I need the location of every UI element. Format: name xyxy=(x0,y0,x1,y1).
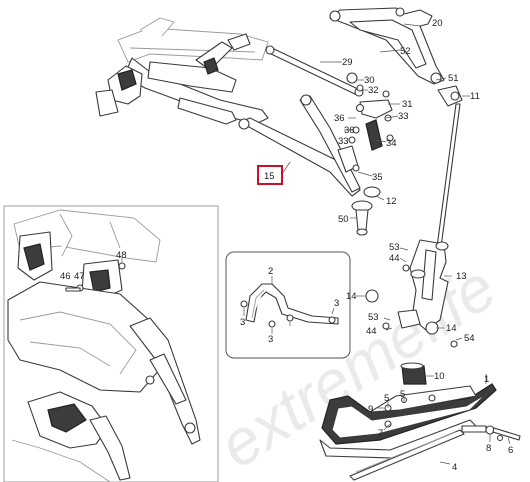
callout-14-a: 14 xyxy=(346,291,357,302)
callout-labels: 20 29 52 30 51 32 11 31 36 33 36 33 34 1… xyxy=(60,18,513,473)
callout-52: 52 xyxy=(400,46,411,57)
callout-47: 47 xyxy=(74,271,85,282)
steering-rod xyxy=(265,45,364,97)
ski-hardware xyxy=(384,394,521,442)
callout-44-a: 44 xyxy=(389,253,400,264)
callout-53-b: 53 xyxy=(368,312,379,323)
callout-33-a: 33 xyxy=(398,111,409,122)
callout-13: 13 xyxy=(456,271,467,282)
callout-30: 30 xyxy=(364,75,375,86)
callout-35: 35 xyxy=(372,172,383,183)
callout-48: 48 xyxy=(116,250,127,261)
highlighted-callout-15[interactable]: 15 xyxy=(257,165,283,185)
ski-damper xyxy=(400,362,427,385)
ski xyxy=(319,383,497,459)
ski-runner xyxy=(349,429,465,481)
leader-lines xyxy=(121,23,511,465)
callout-3-a: 3 xyxy=(240,317,245,328)
callout-44-b: 44 xyxy=(366,326,377,337)
callout-5-a: 5 xyxy=(384,393,389,404)
callout-32: 32 xyxy=(368,85,379,96)
callout-11: 11 xyxy=(470,91,480,102)
callout-34: 34 xyxy=(386,138,397,149)
spindle xyxy=(365,239,458,348)
callout-9: 9 xyxy=(368,404,373,415)
callout-54: 54 xyxy=(464,333,475,344)
callout-36-a: 36 xyxy=(334,113,345,124)
callout-14-b: 14 xyxy=(446,323,457,334)
callout-2: 2 xyxy=(268,266,273,277)
callout-12: 12 xyxy=(386,196,397,207)
inset-front-frame xyxy=(3,205,219,482)
callout-46: 46 xyxy=(60,271,71,282)
callout-3-c: 3 xyxy=(334,298,339,309)
callout-33-b: 33 xyxy=(338,136,349,147)
callout-31: 31 xyxy=(402,99,413,110)
shock-bracket xyxy=(346,72,394,172)
callout-29: 29 xyxy=(342,57,353,68)
callout-7: 7 xyxy=(378,428,383,439)
callout-4: 4 xyxy=(452,462,457,473)
callout-5-b: 5 xyxy=(400,389,405,400)
callout-6: 6 xyxy=(508,445,513,456)
callout-20: 20 xyxy=(432,18,443,29)
frame-assembly-top xyxy=(95,17,269,125)
callout-8: 8 xyxy=(486,443,491,454)
watermark: extremelife xyxy=(206,251,508,482)
callout-53-a: 53 xyxy=(389,242,400,253)
lower-a-arm xyxy=(238,94,361,197)
callout-3-b: 3 xyxy=(268,334,273,345)
callout-50: 50 xyxy=(338,214,349,225)
callout-51: 51 xyxy=(448,73,459,84)
ball-joint xyxy=(351,186,381,236)
inset-spacer-detail xyxy=(225,251,351,359)
callout-15: 15 xyxy=(264,171,275,182)
callout-1: 1 xyxy=(484,374,489,385)
callout-10: 10 xyxy=(434,371,445,382)
upper-a-arm xyxy=(329,7,445,85)
callout-36-b: 36 xyxy=(344,125,355,136)
